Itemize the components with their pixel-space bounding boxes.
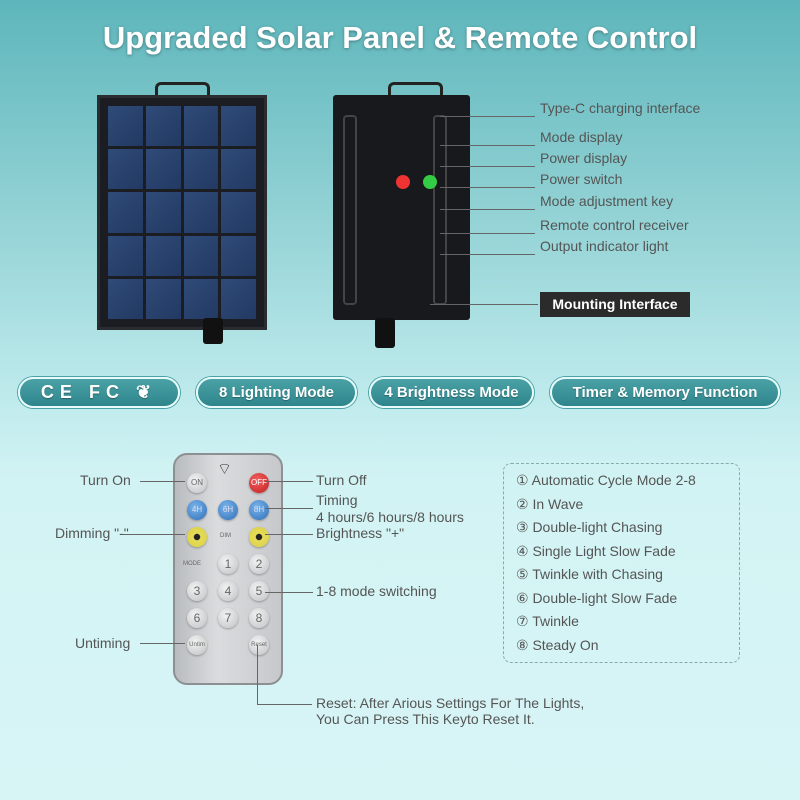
label-untiming: Untiming bbox=[75, 635, 131, 651]
feature-brightness-mode: 4 Brightness Mode bbox=[369, 377, 534, 408]
label-power-display: Power display bbox=[540, 150, 628, 166]
label-receiver: Remote control receiver bbox=[540, 217, 689, 233]
label-dimming: Dimming "-" bbox=[55, 525, 129, 541]
feature-timer-memory: Timer & Memory Function bbox=[550, 377, 780, 408]
label-turn-off: Turn Off bbox=[316, 472, 367, 488]
certifications-badge: CE FC ❦ bbox=[18, 377, 180, 408]
panel-handle bbox=[155, 82, 210, 98]
control-box-image bbox=[333, 95, 470, 320]
box-handle bbox=[388, 82, 443, 98]
label-type-c: Type-C charging interface bbox=[540, 100, 701, 116]
solar-panel-image bbox=[97, 95, 267, 330]
label-timing-hours: 4 hours/6 hours/8 hours bbox=[316, 509, 464, 525]
label-output-light: Output indicator light bbox=[540, 238, 669, 254]
mode-item: ④ Single Light Slow Fade bbox=[516, 543, 676, 559]
num-7-button: 7 bbox=[218, 608, 238, 628]
mode-item: ③ Double-light Chasing bbox=[516, 519, 663, 535]
rohs-leaf-icon: ❦ bbox=[135, 382, 158, 402]
mode-item: ⑤ Twinkle with Chasing bbox=[516, 566, 663, 582]
dim-label: DIM bbox=[220, 533, 231, 539]
mode-item: ① Automatic Cycle Mode 2-8 bbox=[516, 472, 696, 488]
bright-plus-button bbox=[249, 527, 269, 547]
label-mode-display: Mode display bbox=[540, 129, 623, 145]
mode-item: ⑧ Steady On bbox=[516, 637, 599, 653]
num-5-button: 5 bbox=[249, 581, 269, 601]
mode-item: ⑥ Double-light Slow Fade bbox=[516, 590, 678, 606]
off-button: OFF bbox=[249, 473, 269, 493]
signal-icon: ⌔ bbox=[217, 461, 233, 478]
num-3-button: 3 bbox=[187, 581, 207, 601]
num-6-button: 6 bbox=[187, 608, 207, 628]
mode-item: ⑦ Twinkle bbox=[516, 613, 579, 629]
label-mode-key: Mode adjustment key bbox=[540, 193, 674, 209]
timer-6h-button: 6H bbox=[218, 500, 238, 520]
panel-connector bbox=[203, 318, 223, 344]
label-brightness: Brightness "+" bbox=[316, 525, 405, 541]
reset-button: Reset bbox=[249, 635, 269, 655]
on-button: ON bbox=[187, 473, 207, 493]
timer-8h-button: 8H bbox=[249, 500, 269, 520]
mode-list-box bbox=[503, 463, 740, 663]
label-turn-on: Turn On bbox=[80, 472, 131, 488]
remote-control-image: ⌔ ON OFF 4H 6H 8H DIM MODE 1 2 3 4 5 6 7… bbox=[173, 453, 283, 685]
feature-lighting-mode: 8 Lighting Mode bbox=[196, 377, 357, 408]
fc-mark: FC bbox=[88, 382, 125, 402]
power-button-icon bbox=[396, 175, 410, 189]
untiming-button: Untim bbox=[187, 635, 207, 655]
label-timing: Timing bbox=[316, 492, 358, 508]
num-8-button: 8 bbox=[249, 608, 269, 628]
num-1-button: 1 bbox=[218, 554, 238, 574]
num-4-button: 4 bbox=[218, 581, 238, 601]
timer-4h-button: 4H bbox=[187, 500, 207, 520]
label-mode-switching: 1-8 mode switching bbox=[316, 583, 437, 599]
mode-label: MODE bbox=[183, 561, 201, 567]
ce-mark: CE bbox=[40, 382, 78, 402]
mode-item: ② In Wave bbox=[516, 496, 584, 512]
mode-button-icon bbox=[423, 175, 437, 189]
box-connector bbox=[375, 318, 395, 348]
num-2-button: 2 bbox=[249, 554, 269, 574]
mounting-interface-label: Mounting Interface bbox=[540, 292, 690, 317]
label-power-switch: Power switch bbox=[540, 171, 623, 187]
page-title: Upgraded Solar Panel & Remote Control bbox=[102, 20, 698, 55]
label-reset-1: Reset: After Arious Settings For The Lig… bbox=[316, 695, 585, 711]
label-reset-2: You Can Press This Keyto Reset It. bbox=[316, 711, 535, 727]
dim-minus-button bbox=[187, 527, 207, 547]
